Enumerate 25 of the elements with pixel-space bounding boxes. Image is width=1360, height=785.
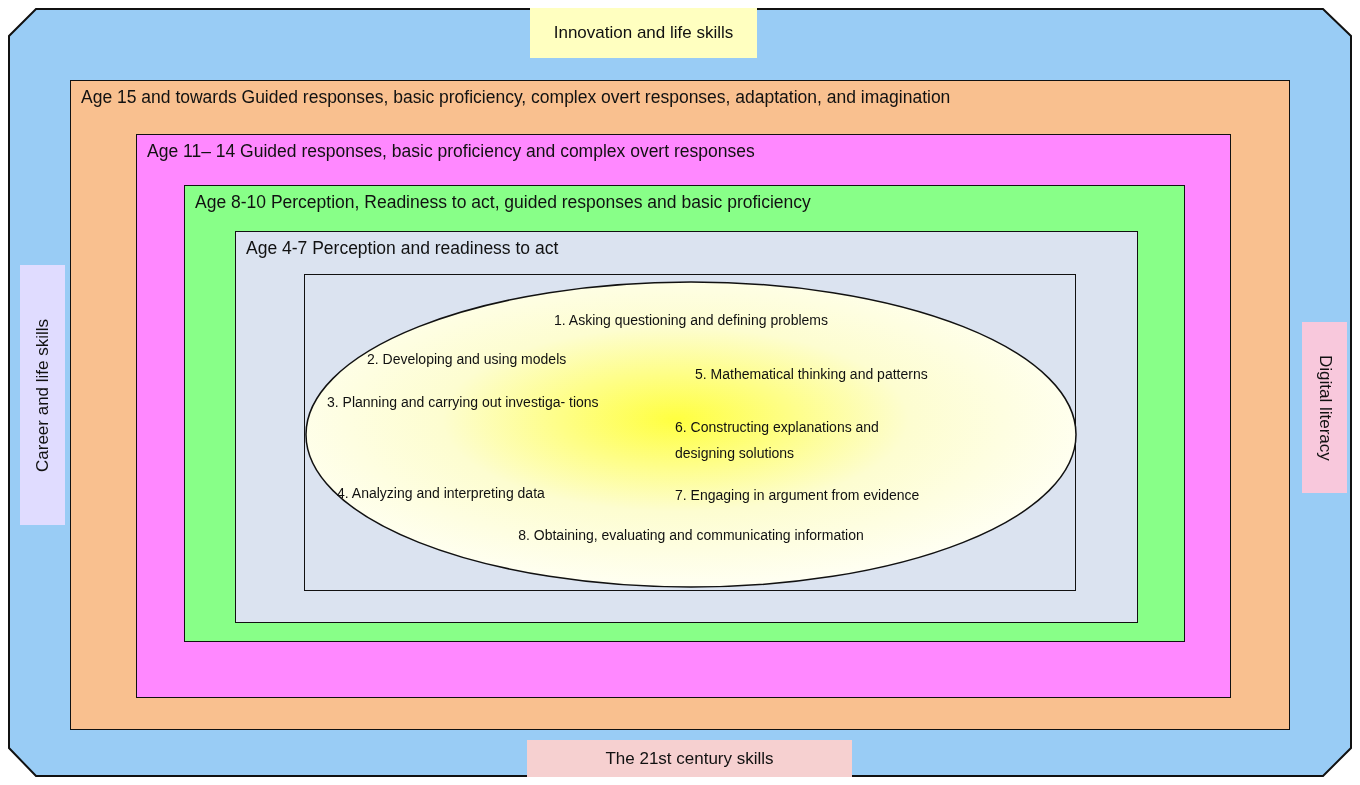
practice-text: 3. Planning and carrying out investiga- tions xyxy=(327,393,600,412)
box-heading: Age 8-10 Perception, Readiness to act, guided responses and basic proficiency xyxy=(195,192,811,213)
age-group-box xyxy=(136,134,1231,698)
age-group-box xyxy=(184,185,1185,642)
skill-label xyxy=(527,740,852,777)
skill-text: Career and life skills xyxy=(31,317,53,474)
skill-text: The 21st century skills xyxy=(604,747,775,770)
practice-text: 6. Constructing explanations and designing solutions xyxy=(675,418,880,463)
box-heading: Age 15 and towards Guided responses, basic proficiency, complex overt responses, adaptation, and imagination xyxy=(81,87,951,108)
practice-text: 5. Mathematical thinking and patterns xyxy=(695,365,928,384)
skill-label xyxy=(1302,322,1347,493)
skill-text: Digital literacy xyxy=(1314,353,1336,463)
practice-text: 2. Developing and using models xyxy=(367,350,567,369)
age-group-box xyxy=(235,231,1138,623)
skills-frame xyxy=(8,8,1352,777)
box-heading: Age 4-7 Perception and readiness to act xyxy=(246,238,559,259)
practice-text: 8. Obtaining, evaluating and communicating information xyxy=(517,526,865,545)
skill-text: Innovation and life skills xyxy=(552,22,735,44)
box-heading: Age 11– 14 Guided responses, basic proficiency and complex overt responses xyxy=(147,141,755,162)
practice-text: 7. Engaging in argument from evidence xyxy=(675,486,920,505)
skill-label xyxy=(20,265,65,525)
practice-text: 4. Analyzing and interpreting data xyxy=(337,484,545,503)
skill-label xyxy=(530,8,757,58)
practice-text: 1. Asking questioning and defining problems xyxy=(553,311,829,330)
age-group-box xyxy=(70,80,1290,730)
